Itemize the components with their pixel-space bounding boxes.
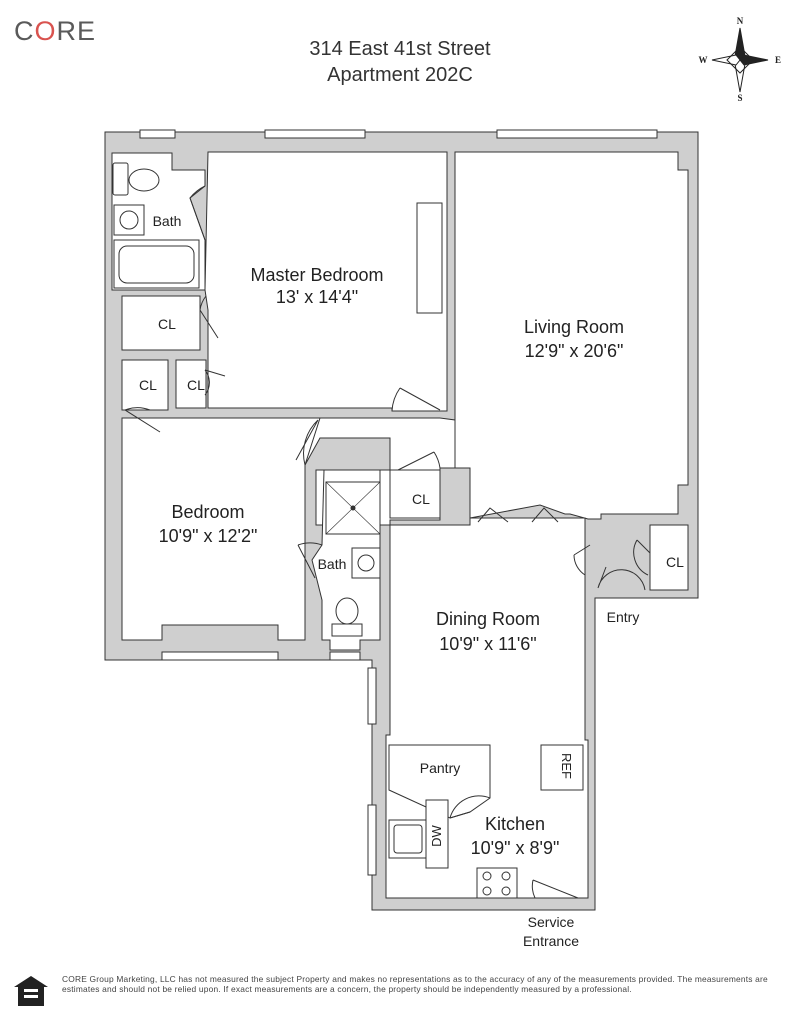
living-room-size: 12'9" x 20'6" (525, 341, 624, 361)
closet-label-2: CL (139, 377, 157, 393)
equal-housing-icon (14, 976, 48, 1006)
door-bath-lower (297, 542, 323, 579)
bedroom-area (121, 417, 321, 641)
closet-2 (121, 359, 169, 411)
dining-room-size: 10'9" x 11'6" (439, 634, 536, 654)
closet-label-4: CL (412, 491, 430, 507)
door-dining (573, 544, 591, 576)
door-service (531, 879, 579, 899)
door-entry (597, 566, 646, 591)
sink-basin-icon (119, 210, 139, 230)
door-bath-upper (189, 185, 206, 241)
compass-w: W (699, 55, 708, 65)
master-bedroom-name: Master Bedroom (250, 265, 383, 285)
dining-room-name: Dining Room (436, 609, 540, 629)
door-bedroom (295, 419, 319, 466)
closet-label-1: CL (158, 316, 176, 332)
kitchen-name: Kitchen (485, 814, 545, 834)
compass-e: E (775, 55, 781, 65)
door-closet-1 (199, 295, 219, 339)
toilet-bowl-icon (128, 168, 160, 192)
door-closet-4 (397, 451, 441, 471)
door-master (391, 387, 441, 412)
window-7 (367, 804, 377, 876)
closet-3 (175, 359, 207, 409)
bedroom-name: Bedroom (171, 502, 244, 522)
bath-lower-label: Bath (318, 556, 347, 572)
closet-4 (389, 469, 441, 519)
closet-5 (649, 524, 689, 591)
closet-label-5: CL (666, 554, 684, 570)
master-bedroom-size: 13' x 14'4" (276, 287, 358, 307)
compass-n: N (737, 16, 744, 26)
window-3 (496, 129, 658, 139)
door-closet-2 (124, 407, 161, 433)
closet-label-3: CL (187, 377, 205, 393)
window-2 (264, 129, 366, 139)
windows (139, 129, 658, 876)
stove-icon (476, 867, 518, 899)
ref-label: REF (559, 753, 574, 779)
compass-icon: N S E W (699, 16, 782, 103)
property-address: 314 East 41st Street Apartment 202C (0, 36, 800, 88)
room-labels: Master Bedroom 13' x 14'4" Living Room 1… (139, 213, 684, 949)
address-street: 314 East 41st Street (309, 38, 491, 60)
bifold-door-2 (531, 507, 559, 523)
address-unit: Apartment 202C (327, 64, 473, 86)
toilet-lower-tank-icon (331, 623, 363, 637)
door-pantry (449, 795, 491, 819)
fixtures (112, 162, 584, 899)
dishwasher-icon (425, 799, 449, 869)
doors (124, 185, 651, 899)
pantry-label: Pantry (420, 760, 460, 776)
toilet-lower-icon (335, 597, 359, 625)
closet-1 (121, 295, 201, 351)
toilet-tank-icon (112, 162, 129, 196)
door-closet-3 (204, 369, 226, 396)
bifold-door-1 (477, 507, 509, 523)
dw-label: DW (429, 824, 444, 846)
door-closet-5 (633, 539, 651, 576)
core-logo: CORE (14, 16, 97, 46)
kitchen-size: 10'9" x 8'9" (471, 838, 560, 858)
bath-upper-label: Bath (153, 213, 182, 229)
compass-s: S (737, 93, 742, 103)
living-room-name: Living Room (524, 317, 624, 337)
refrigerator-icon (540, 744, 584, 791)
service-label-2: Entrance (523, 933, 579, 949)
legal-disclaimer: CORE Group Marketing, LLC has not measur… (62, 974, 768, 994)
entry-label: Entry (607, 609, 640, 625)
service-label-1: Service (528, 914, 575, 930)
sink-lower-basin-icon (357, 554, 375, 572)
bedroom-size: 10'9" x 12'2" (159, 526, 258, 546)
window-4 (161, 651, 279, 661)
wardrobe-icon (416, 202, 443, 314)
window-6 (367, 667, 377, 725)
window-5 (329, 651, 361, 661)
window-1 (139, 129, 176, 139)
bathtub-inner-icon (118, 245, 195, 284)
